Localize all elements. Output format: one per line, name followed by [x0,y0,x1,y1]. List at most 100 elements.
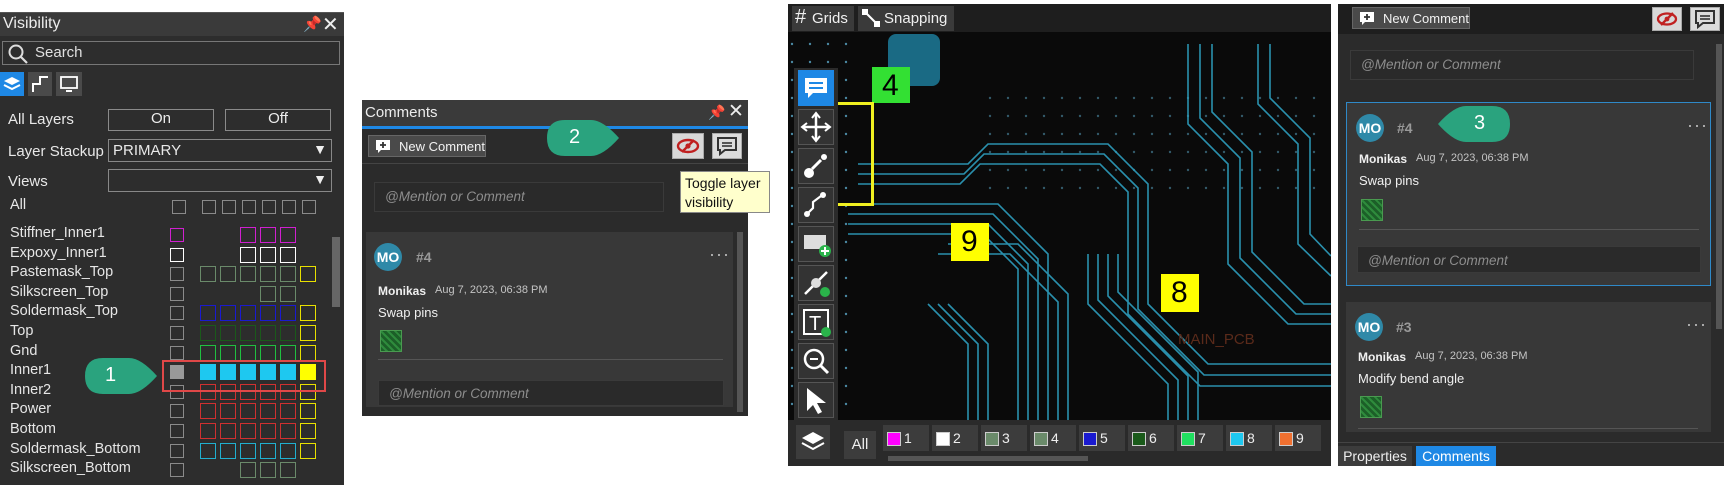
more-options-icon[interactable]: ··· [709,244,730,264]
via-tool-button[interactable] [798,265,834,301]
layer-color-swatch[interactable] [220,442,236,459]
layer-color-swatch[interactable] [200,423,216,439]
layer-visibility-checkbox[interactable] [170,306,184,321]
comment-list-button[interactable] [1690,7,1720,31]
zoom-tool-button[interactable] [798,343,834,379]
layer-color-swatch[interactable] [260,246,276,263]
layer-color-swatch[interactable] [260,364,276,381]
all-layers-checkbox[interactable] [302,200,316,214]
layer-swatch-2[interactable]: 2 [932,425,978,451]
layer-color-swatch[interactable] [220,423,236,439]
layer-color-swatch[interactable] [300,325,316,341]
layer-color-swatch[interactable] [240,305,256,322]
layer-color-swatch[interactable] [300,423,316,439]
layer-swatch-7[interactable]: 7 [1177,425,1223,451]
pin-icon[interactable]: 📌 [303,16,322,33]
views-select[interactable]: ▼ [108,169,332,192]
all-layers-checkbox[interactable] [242,200,256,214]
layer-color-swatch[interactable] [260,266,276,283]
marker-8[interactable]: 8 [1161,274,1199,312]
comment-list-button[interactable] [712,133,742,159]
layer-swatch-3[interactable]: 3 [981,425,1027,451]
layer-color-swatch[interactable] [280,227,296,243]
all-layers-chip[interactable]: All [844,431,876,459]
layer-color-swatch[interactable] [200,305,216,322]
layer-color-swatch[interactable] [220,403,236,420]
layer-visibility-checkbox[interactable] [170,286,184,301]
comment-card-3[interactable]: MO #3 ··· Monikas Aug 7, 2023, 06:38 PM … [1346,302,1711,432]
layer-color-swatch[interactable] [220,364,236,381]
add-shape-tool-button[interactable] [798,226,834,262]
layer-visibility-checkbox[interactable] [170,443,184,458]
layer-color-swatch[interactable] [220,266,236,283]
tab-comments[interactable]: Comments [1416,446,1496,466]
close-icon[interactable]: ✕ [728,101,744,122]
layer-color-swatch[interactable] [240,266,256,283]
marker-9[interactable]: 9 [951,223,989,261]
tab-properties[interactable]: Properties [1338,446,1412,466]
route-tool-button[interactable] [798,148,834,184]
display-tab-button[interactable] [56,72,82,96]
layer-color-swatch[interactable] [260,325,276,341]
close-icon[interactable]: ✕ [322,14,339,36]
new-comment-button[interactable]: New Comment [368,135,486,157]
layer-color-swatch[interactable] [280,285,296,302]
layer-color-swatch[interactable] [260,442,276,459]
mention-input[interactable]: @Mention or Comment [1350,50,1694,80]
layer-visibility-checkbox[interactable] [170,424,184,438]
layer-stackup-select[interactable]: PRIMARY ▼ [108,139,332,162]
all-layers-checkbox[interactable] [222,200,236,214]
layer-color-swatch[interactable] [300,442,316,459]
layer-color-swatch[interactable] [240,325,256,341]
all-layers-checkbox[interactable] [282,200,296,214]
horizontal-scrollbar[interactable] [888,456,1088,461]
layer-visibility-checkbox[interactable] [170,267,184,282]
layer-color-swatch[interactable] [280,266,296,283]
layer-color-swatch[interactable] [240,442,256,459]
scrollbar-thumb[interactable] [332,237,340,307]
layer-color-swatch[interactable] [260,462,276,479]
reply-input[interactable]: @Mention or Comment [378,380,724,406]
layer-color-swatch[interactable] [260,227,276,243]
comment-attachment-thumbnail[interactable] [1361,199,1383,221]
comment-card[interactable]: MO #4 ··· Monikas Aug 7, 2023, 06:38 PM … [366,232,733,407]
layer-visibility-checkbox[interactable] [170,345,184,360]
all-layers-checkbox[interactable] [202,200,216,214]
all-layers-checkbox[interactable] [172,200,186,214]
snapping-button[interactable]: Snapping [858,6,954,31]
layer-color-swatch[interactable] [280,403,296,420]
all-layers-checkbox[interactable] [262,200,276,214]
layers-toggle-button[interactable] [796,425,830,459]
layer-color-swatch[interactable] [280,442,296,459]
layer-visibility-checkbox[interactable] [170,404,184,419]
layer-color-swatch[interactable] [260,305,276,322]
grids-button[interactable]: # Grids [792,6,854,31]
layer-color-swatch[interactable] [220,325,236,341]
search-input[interactable]: Search [2,41,340,65]
layer-visibility-checkbox[interactable] [170,228,184,242]
layer-color-swatch[interactable] [200,344,216,361]
layer-color-swatch[interactable] [280,246,296,263]
scrollbar[interactable] [1716,44,1722,329]
marker-4[interactable]: 4 [872,67,910,103]
layer-color-swatch[interactable] [200,325,216,341]
layer-color-swatch[interactable] [240,246,256,263]
layer-color-swatch[interactable] [220,305,236,322]
move-tool-button[interactable] [798,109,834,145]
layer-color-swatch[interactable] [260,423,276,439]
layer-swatch-4[interactable]: 4 [1030,425,1076,451]
layer-visibility-checkbox[interactable] [170,247,184,262]
all-layers-off-button[interactable]: Off [225,109,331,131]
layer-color-swatch[interactable] [220,344,236,361]
toggle-layer-visibility-button[interactable] [1652,7,1682,31]
layer-color-swatch[interactable] [300,344,316,361]
layer-color-swatch[interactable] [240,227,256,243]
layer-color-swatch[interactable] [240,344,256,361]
toggle-layer-visibility-button[interactable] [672,133,704,159]
layer-color-swatch[interactable] [240,364,256,381]
layer-color-swatch[interactable] [280,325,296,341]
comment-card-4[interactable]: MO #4 ··· Monikas Aug 7, 2023, 06:38 PM … [1346,102,1711,286]
mention-input[interactable]: @Mention or Comment [374,182,664,212]
layer-color-swatch[interactable] [260,344,276,361]
